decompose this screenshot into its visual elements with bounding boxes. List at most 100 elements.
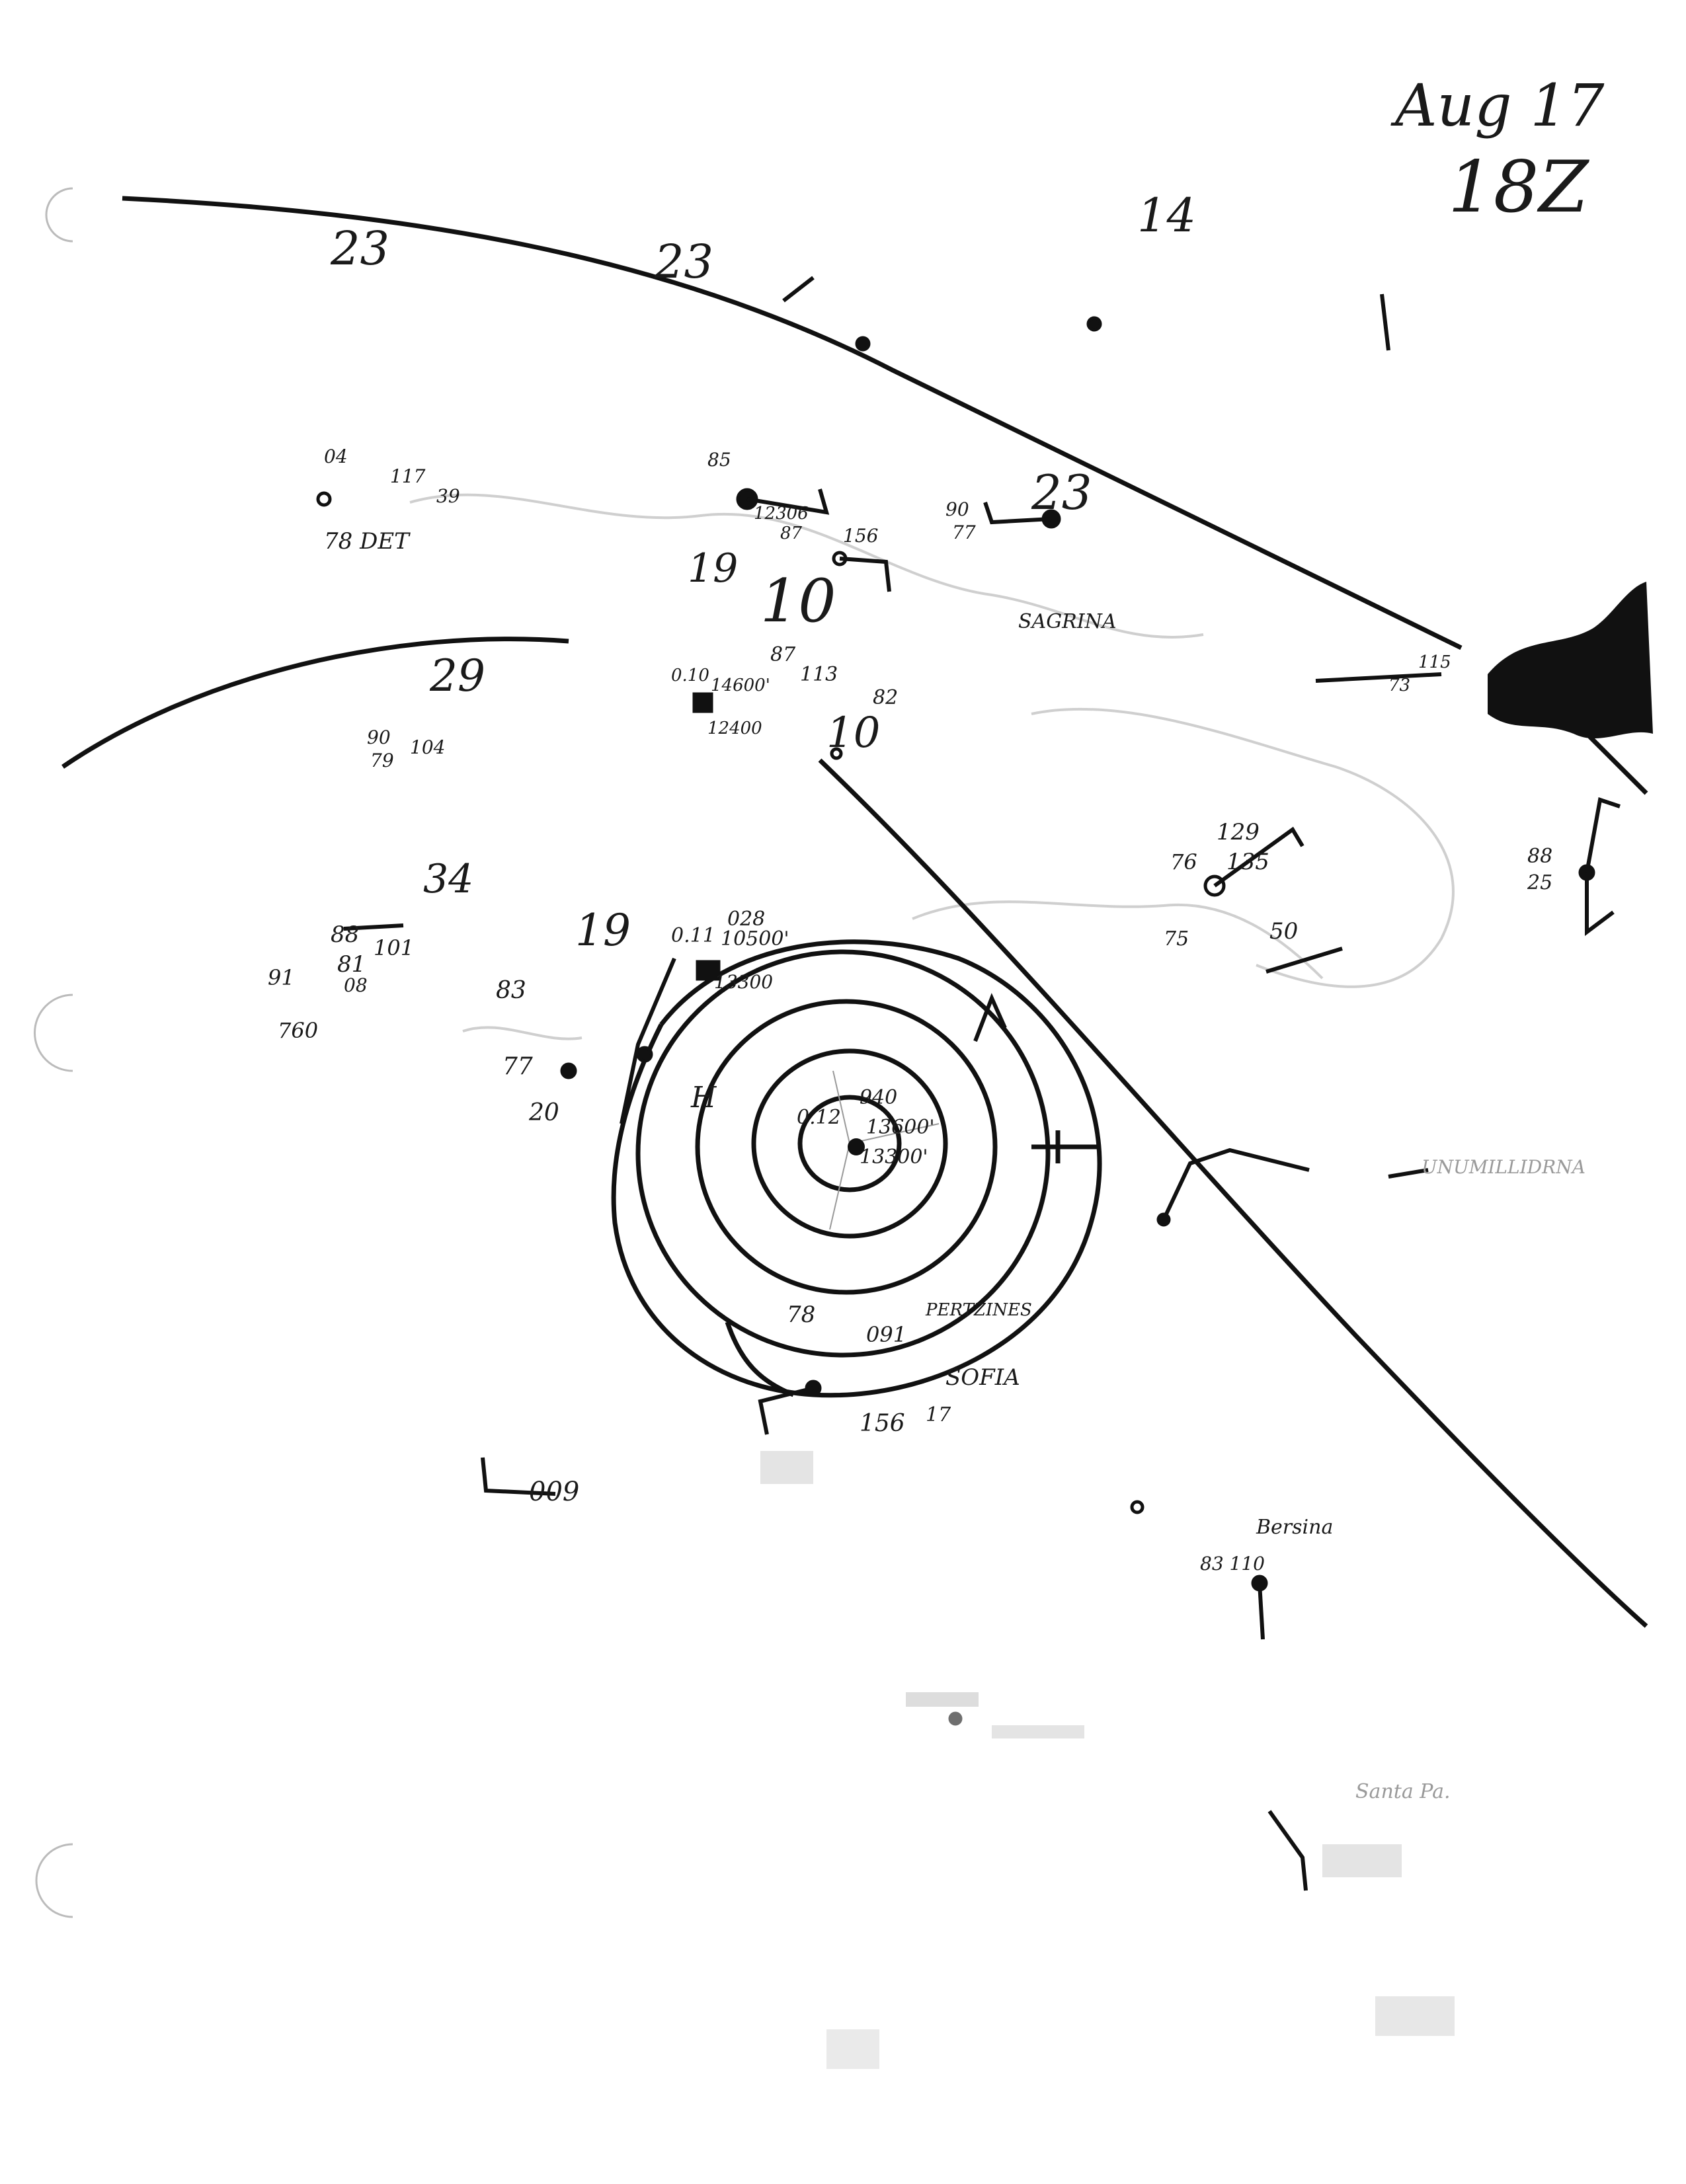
station-value: 81 — [337, 951, 366, 978]
station-value: 20 — [528, 1099, 559, 1126]
station-value: 83 110 — [1200, 1553, 1265, 1575]
station-value: 91 — [268, 965, 295, 990]
ship-label-bersina: Bersina — [1256, 1516, 1333, 1539]
wind-barb — [782, 276, 815, 303]
station-value: 091 — [866, 1322, 906, 1347]
station-value: 90 — [945, 498, 969, 520]
center-pressure: 0.12 — [797, 1106, 841, 1129]
station-big-number: 19 — [688, 545, 738, 592]
station-value: 12306 — [754, 504, 809, 524]
station-dot — [855, 336, 871, 352]
faint-mark — [1322, 1844, 1402, 1877]
station-dot — [636, 1046, 653, 1063]
coastline-west — [462, 1026, 582, 1040]
ship-label-sagrina: SAGRINA — [1018, 610, 1117, 633]
station-dot — [316, 491, 332, 507]
station-big-number: 34 — [423, 856, 473, 902]
center-height-a: 13600' — [866, 1116, 935, 1139]
station-value: 760 — [278, 1018, 318, 1043]
station-dot — [948, 1711, 963, 1726]
station-value: 82 — [873, 686, 898, 709]
wind-barb — [1265, 947, 1343, 974]
upper-arc-line — [122, 196, 1463, 650]
wind-barb — [973, 993, 1007, 1042]
binder-holes — [34, 187, 73, 1918]
station-square — [692, 692, 713, 713]
station-value: 87 — [770, 643, 796, 666]
station-value: 75 — [1164, 927, 1189, 951]
station-value: 50 — [1269, 918, 1298, 945]
coastline-north — [409, 493, 1204, 639]
station-value: 028 — [727, 908, 765, 931]
wind-barb — [983, 502, 1052, 525]
coastline-island — [912, 900, 1324, 980]
station-value: 117 — [390, 465, 426, 487]
station-value: 115 — [1418, 652, 1451, 672]
binder-hole-2 — [34, 994, 73, 1072]
station-value: 90 — [367, 726, 391, 748]
station-value: 79 — [370, 750, 394, 771]
wind-barb — [1213, 826, 1305, 888]
station-dot — [1203, 875, 1226, 897]
map-date: Aug 17 — [1390, 71, 1605, 139]
diagonal-trough-line — [818, 758, 1648, 1628]
wind-barb — [1388, 1168, 1429, 1179]
station-value: 04 — [324, 446, 348, 467]
station-value: 08 — [344, 974, 368, 996]
station-value: 39 — [436, 485, 460, 507]
wind-barb — [343, 923, 404, 931]
isobar-inner-spoke — [829, 1070, 940, 1230]
station-value: 13300 — [714, 971, 773, 993]
isobar-ring-2 — [751, 1048, 948, 1239]
isobar-rings — [611, 939, 1102, 1398]
station-big-number: 23 — [330, 221, 389, 276]
station-value: 77 — [952, 522, 976, 543]
far-east-line — [1585, 732, 1648, 795]
faint-mark — [1375, 1996, 1455, 2036]
station-value: 87 — [780, 524, 803, 543]
station-big-number: 23 — [1031, 465, 1092, 520]
wind-barb — [758, 1386, 814, 1435]
station-value: 17 — [926, 1403, 951, 1426]
isobar-ring-1 — [797, 1095, 902, 1192]
station-dot — [830, 747, 843, 760]
wind-barb — [1258, 1582, 1265, 1640]
wind-barb — [1585, 797, 1621, 873]
station-value: 14600' — [711, 676, 770, 695]
high-symbol: H — [690, 1081, 717, 1114]
station-value: 73 — [1388, 676, 1410, 695]
wind-barb — [1162, 1148, 1310, 1221]
station-big-number: 19 — [575, 905, 631, 956]
station-value: 113 — [800, 663, 838, 686]
ship-label-sofia: SOFIA — [945, 1364, 1020, 1391]
station-big-number: 23 — [654, 235, 713, 289]
station-dot — [1086, 316, 1102, 332]
map-lines — [61, 196, 1648, 1628]
west-arc-line — [61, 637, 569, 769]
ship-label-santa: Santa Pa. — [1355, 1780, 1451, 1803]
wind-barbs — [343, 276, 1621, 1891]
wind-barb — [1585, 873, 1615, 936]
station-big-number: 14 — [1137, 188, 1196, 243]
station-value: 83 — [496, 977, 526, 1004]
station-value: 10500' — [721, 927, 789, 951]
ship-label-det: 78 DET — [324, 528, 411, 555]
storm-center-dot — [848, 1138, 865, 1155]
wind-barb — [1315, 672, 1442, 683]
coastline-east — [1031, 707, 1455, 988]
station-big-number: 10 — [826, 709, 880, 758]
faint-mark — [826, 2029, 879, 2069]
isobar-ring-outer — [611, 939, 1102, 1398]
station-big-number: 10 — [760, 566, 836, 636]
wind-barb — [1380, 293, 1390, 351]
station-value: 88 — [331, 921, 359, 948]
faint-mark — [992, 1725, 1084, 1738]
station-value: 88 — [1527, 845, 1552, 868]
station-value: 0.11 — [671, 924, 715, 947]
station-value: 009 — [529, 1477, 579, 1507]
station-value: 78 — [787, 1302, 815, 1328]
ship-label-pertzines: PERTZINES — [925, 1300, 1032, 1320]
station-value: 135 — [1226, 849, 1269, 875]
